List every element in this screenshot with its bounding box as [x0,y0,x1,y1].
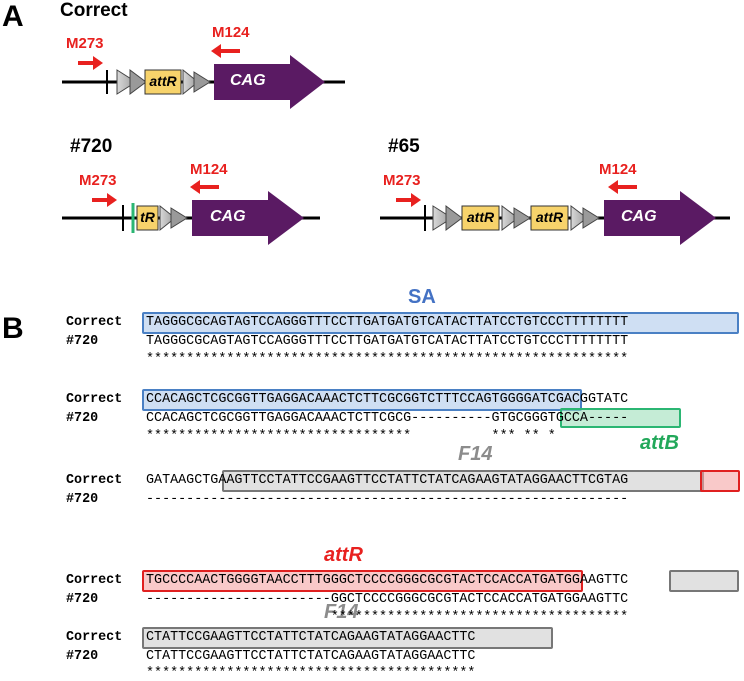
sa-highlight-row2 [142,389,582,411]
clone65-lox-triangle-5 [570,205,588,231]
clone65-construct-title: #65 [388,136,420,157]
clone65-attr-label-1: attR [466,209,495,225]
correct-primer-m273-label: M273 [66,35,104,52]
sequence-clone: CTATTCCGAAGTTCCTATTCTATCAGAAGTATAGGAACTT… [146,649,476,664]
clone720-construct-title: #720 [70,136,113,157]
correct-lox-triangle-3 [182,68,199,96]
sa-highlight-row1 [142,312,739,334]
f14-highlight-2 [142,627,553,649]
clone65-attr-box-1 [461,205,500,231]
clone65-lox-triangle-3 [501,205,519,231]
clone65-attr-box-2 [530,205,569,231]
clone65-primer-m273-arrow [396,193,421,207]
sequence-correct: CCACAGCTCGCGGTTGAGGACAAACTCTTCGCGGTCTTTC… [146,392,629,407]
clone720-lox-triangle-1 [159,204,176,232]
clone720-primer-m273-arrow [92,193,117,207]
sequence-clone: TAGGGCGCAGTAGTCCAGGGTTTCCTTGATGATGTCATAC… [146,334,629,349]
f14-highlight-2-start [669,570,739,592]
clone720-cag-label: CAG [210,208,246,225]
row-label-correct: Correct [66,392,123,407]
attb-highlight [560,408,681,428]
panel-a-label: A [2,0,24,33]
correct-lox-triangle-4 [193,71,211,93]
match-line: ****************************************… [146,666,476,681]
clone720-lox-triangle-2 [170,207,188,229]
clone65-primer-m124-arrow [608,180,637,194]
attr-highlight-end [700,470,740,492]
match-line: ****************************************… [146,352,629,367]
correct-lox-triangle-1 [116,69,137,95]
correct-cag-label: CAG [230,72,266,89]
panel-b-label: B [2,312,24,345]
row-label-clone: #720 [66,649,99,664]
clone720-attr-label: tR [140,209,155,225]
match-line: ************************************* [146,610,629,625]
clone65-primer-m273-label: M273 [383,172,421,189]
correct-primer-m273-arrow [78,56,103,70]
clone720-primer-m273-label: M273 [79,172,117,189]
row-label-correct: Correct [66,630,123,645]
clone65-lox-triangle-2 [445,205,463,231]
correct-construct-title: Correct [60,0,128,21]
correct-cag-promoter-arrow [214,55,325,109]
correct-attr-box [144,69,182,95]
row-label-correct: Correct [66,473,123,488]
sequence-correct: TGCCCCAACTGGGGTAACCTTTGGGCTCCCCGGGCGCGTA… [146,573,629,588]
match-line: ********************************* *** **… [146,429,629,444]
clone65-cag-label: CAG [621,208,657,225]
sequence-correct: GATAAGCTGAAGTTCCTATTCCGAAGTTCCTATTCTATCA… [146,473,629,488]
attr-highlight [142,570,583,592]
clone65-lox-triangle-1 [432,205,453,231]
correct-primer-m124-arrow [211,44,240,58]
f14-annotation-2: F14 [324,601,359,623]
sa-annotation: SA [408,286,436,308]
sequence-correct: CTATTCCGAAGTTCCTATTCTATCAGAAGTATAGGAACTT… [146,630,476,645]
correct-attr-label: attR [149,73,177,89]
f14-annotation-1: F14 [458,443,493,465]
clone65-cag-promoter-arrow [604,191,716,245]
clone65-attr-label-2: attR [535,209,564,225]
clone65-lox-triangle-6 [582,207,600,229]
row-label-correct: Correct [66,315,123,330]
sequence-clone: CCACAGCTCGCGGTTGAGGACAAACTCTTCGCG-------… [146,411,629,426]
correct-primer-m124-label: M124 [212,24,250,41]
clone65-lox-triangle-4 [513,207,531,229]
correct-lox-triangle-2 [129,69,147,95]
attr-annotation: attR [324,544,363,566]
clone65-primer-m124-label: M124 [599,161,637,178]
clone720-primer-m124-arrow [190,180,219,194]
row-label-clone: #720 [66,411,99,426]
clone720-attr-box [136,205,159,231]
row-label-clone: #720 [66,492,99,507]
row-label-clone: #720 [66,592,99,607]
clone720-primer-m124-label: M124 [190,161,228,178]
sequence-clone: ----------------------------------------… [146,492,629,507]
correct-construct-map [62,44,730,245]
row-label-clone: #720 [66,334,99,349]
sequence-correct: TAGGGCGCAGTAGTCCAGGGTTTCCTTGATGATGTCATAC… [146,315,629,330]
row-label-correct: Correct [66,573,123,588]
clone720-cag-promoter-arrow [192,191,304,245]
attb-annotation: attB [640,432,679,454]
sequence-clone: -----------------------GGCTCCCCGGGCGCGTA… [146,592,629,607]
